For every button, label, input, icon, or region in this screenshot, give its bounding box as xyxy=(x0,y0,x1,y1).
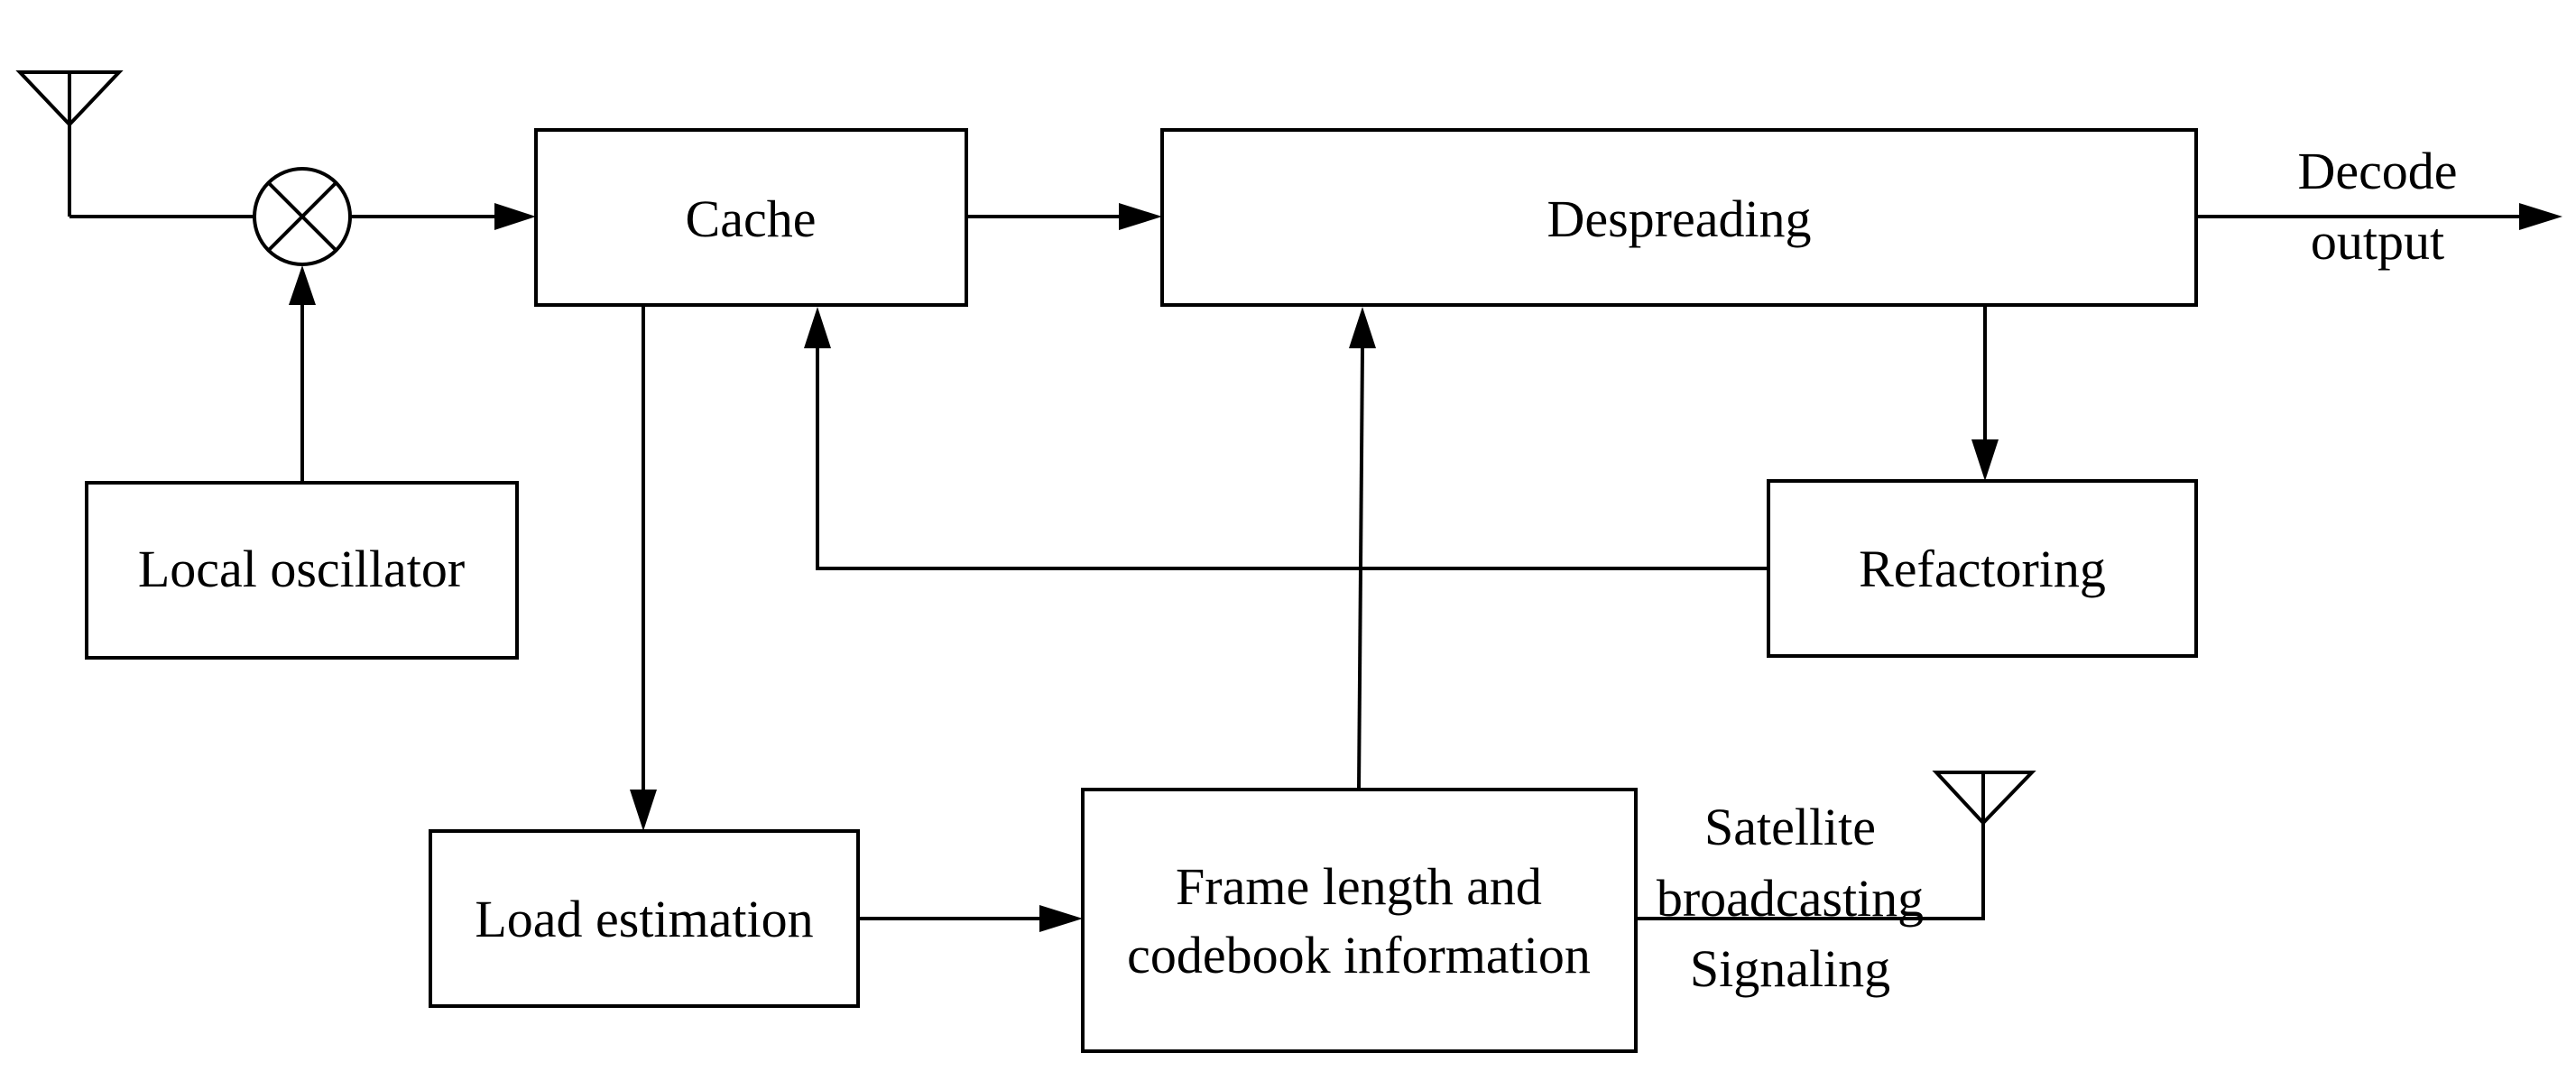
satellite-signaling-line xyxy=(1636,823,1985,920)
cache-block xyxy=(534,128,968,307)
oscillator-to-mixer-arrowhead xyxy=(289,265,316,305)
satellite-antenna-icon xyxy=(1932,771,2036,826)
mixer-to-cache-arrowhead xyxy=(494,203,536,230)
refactoring-to-cache-arrowhead xyxy=(804,307,831,348)
local-oscillator-label: Local oscillator xyxy=(138,540,465,598)
cache-to-despreading-arrowhead xyxy=(1119,203,1162,230)
despreading-to-refactoring-arrowhead xyxy=(1971,439,1999,481)
cache-to-load-estimation-arrowhead xyxy=(630,790,657,831)
refactoring-to-cache-line xyxy=(816,348,1768,570)
frame-length-codebook-block xyxy=(1081,788,1638,1053)
decode-output-arrowhead xyxy=(2519,203,2562,230)
antenna-icon xyxy=(15,70,124,217)
frame-to-despreading-line xyxy=(1357,347,1364,790)
frame-to-despreading-arrowhead xyxy=(1349,307,1376,348)
frame-length-label-line2: codebook information xyxy=(1127,926,1591,984)
frame-length-label-line1: Frame length and xyxy=(1176,857,1542,916)
local-oscillator-block xyxy=(85,481,519,660)
load-estimation-label: Load estimation xyxy=(475,890,813,948)
despreading-block xyxy=(1160,128,2198,307)
satellite-label-line3: Signaling xyxy=(1690,939,1890,998)
refactoring-label: Refactoring xyxy=(1859,540,2106,598)
load-estimation-block xyxy=(429,829,860,1008)
satellite-label-line2: broadcasting xyxy=(1657,869,1924,928)
load-to-frame-arrowhead xyxy=(1039,905,1083,932)
decode-output-label-line1: Decode xyxy=(2297,142,2457,200)
satellite-label-line1: Satellite xyxy=(1704,798,1876,856)
despreading-label: Despreading xyxy=(1547,189,1811,248)
cache-label: Cache xyxy=(686,189,817,248)
decode-output-label-line2: output xyxy=(2311,212,2444,271)
mixer-icon xyxy=(253,167,352,266)
